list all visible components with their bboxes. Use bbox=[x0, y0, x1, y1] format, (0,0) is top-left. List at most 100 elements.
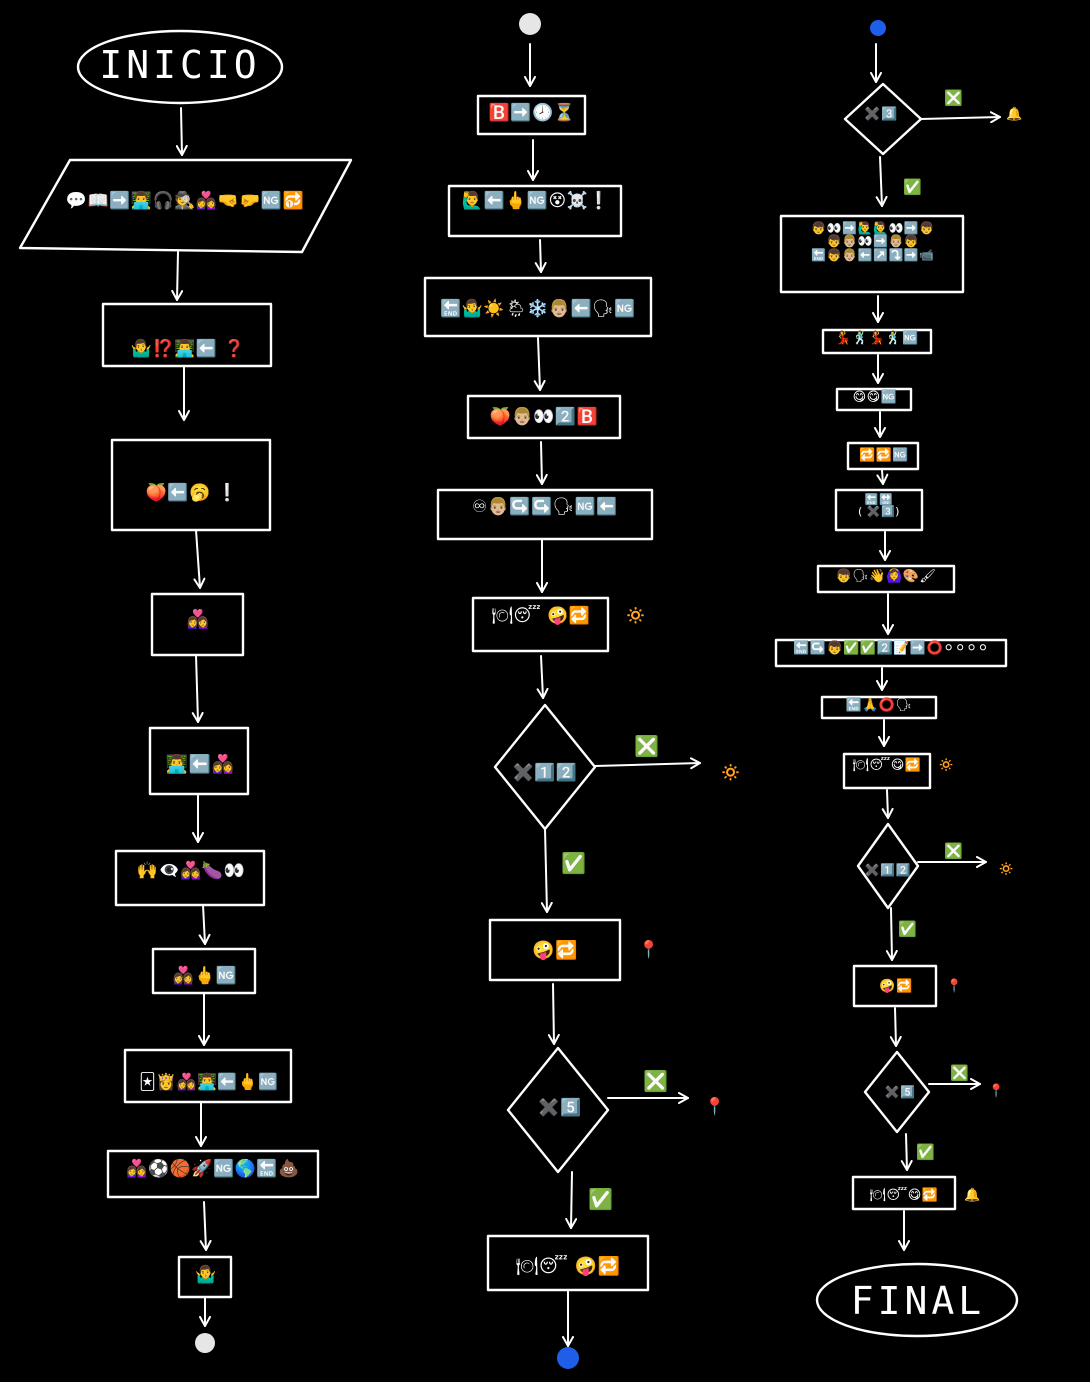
c3-decision2-label: ✖️5️⃣ bbox=[884, 1085, 916, 1099]
start-terminal bbox=[76, 29, 284, 105]
c1-step6-label: 👩‍❤️‍👩🖕🆖 bbox=[172, 966, 238, 986]
c3-step3-label: 😋😋🆖 bbox=[852, 390, 898, 405]
c3-decision0 bbox=[843, 82, 923, 156]
c2-start-node bbox=[519, 13, 541, 35]
c2-decision2-label: ✖️5️⃣ bbox=[538, 1098, 582, 1118]
c3-step4-box bbox=[846, 441, 920, 471]
c3-step7-box bbox=[774, 638, 1008, 668]
c3-decision1-label: ✖️1️⃣2️⃣ bbox=[864, 863, 912, 877]
c2-d1-no-arrow bbox=[594, 757, 701, 770]
c3-step11-label: 🍽😴😋🔁 bbox=[869, 1188, 939, 1203]
c2-decision1-label: ✖️1️⃣2️⃣ bbox=[512, 763, 578, 783]
c2-d1-yes-icon: ✅ bbox=[561, 851, 586, 875]
c3-d1-no-icon: ❎ bbox=[944, 842, 963, 860]
c2-step5-label: ♾👨🏼↪️↪️🗣🆖⬅️ bbox=[471, 497, 619, 517]
c1-arrow-9 bbox=[199, 1201, 212, 1251]
c3-step3-box bbox=[835, 387, 913, 412]
c3-d2-pin-icon: 📍 bbox=[988, 1084, 1005, 1099]
c2-step3-box bbox=[423, 276, 653, 338]
c3-step5-label: 🔚🔛 ( ✖️3️⃣) bbox=[858, 493, 900, 519]
c2-end-node bbox=[557, 1347, 579, 1369]
c2-d2-yes-icon: ✅ bbox=[588, 1187, 613, 1211]
c1-step8-label: 👩‍❤️‍👩⚽🏀🚀🆖🌎🔚💩 bbox=[126, 1159, 300, 1179]
c2-arrow-4 bbox=[535, 441, 548, 485]
c3-arrow-10 bbox=[881, 789, 894, 819]
c2-d2-no-icon: ❎ bbox=[643, 1069, 668, 1093]
c2-step2-box bbox=[447, 184, 623, 238]
c2-step6-label: 🍽😴 🤪🔁 bbox=[491, 606, 591, 626]
c3-step9-label: 🍽😴😋🔁 bbox=[852, 758, 922, 773]
c2-arrow-8 bbox=[547, 983, 560, 1045]
c3-step4-label: 🔁🔁🆖 bbox=[858, 448, 910, 463]
c2-step1-box bbox=[476, 94, 587, 136]
c2-step4-label: 🍑👨🏼👀2️⃣🅱️ bbox=[489, 407, 599, 427]
c3-step6-label: 👦🗣👋🙆‍♀️🎨🖌 bbox=[835, 569, 937, 584]
c3-d0-no-arrow bbox=[920, 111, 1001, 124]
c3-step8-box bbox=[820, 695, 938, 720]
c2-step4-box bbox=[466, 394, 622, 440]
c1-step1-label: 🤷‍♂️⁉️👨‍💻⬅️ ❓ bbox=[130, 339, 246, 359]
c3-step9-sun-icon: 🔅 bbox=[938, 758, 955, 773]
c1-step2-label: 🍑⬅️🥱 ❕ bbox=[145, 483, 239, 503]
c2-step6-sun-icon: 🔅 bbox=[625, 606, 647, 626]
c2-decision2 bbox=[506, 1046, 610, 1174]
c2-arrow-3 bbox=[533, 337, 546, 391]
c1-arrow-0 bbox=[175, 107, 188, 156]
c2-step8-label: 🍽😴 🤪🔁 bbox=[515, 1256, 621, 1277]
c1-step9-label: 🤷‍♂️ bbox=[195, 1265, 217, 1285]
c3-decision0-label: ✖️3️⃣ bbox=[864, 107, 898, 122]
c3-step11-box bbox=[851, 1175, 957, 1211]
c3-d2-yes-icon: ✅ bbox=[916, 1143, 935, 1161]
c1-arrow-3 bbox=[193, 529, 206, 589]
end-terminal-label: FINAL bbox=[850, 1279, 986, 1323]
end-terminal bbox=[815, 1262, 1019, 1338]
c3-step2-label: 💃🕺💃🕺🆖 bbox=[835, 331, 919, 346]
c2-arrow-9 bbox=[565, 1171, 578, 1229]
c1-input-label: 💬📖➡️👨‍💻🎧🕵️👩‍❤️‍👩🤜🤛🆖🔂 bbox=[65, 191, 305, 211]
c3-step10-label: 🤪🔁 bbox=[879, 979, 913, 994]
c1-step2-box bbox=[110, 438, 272, 532]
c1-step4-label: 👨‍💻⬅️👩‍❤️‍👩 bbox=[165, 754, 235, 775]
c2-step7-pin-icon: 📍 bbox=[638, 940, 660, 960]
c2-step1-label: 🅱️➡️🕗⏳ bbox=[488, 103, 576, 123]
c3-d0-no-icon: ❎ bbox=[944, 89, 963, 107]
c1-step7-label: 🃏👸👩‍❤️‍👩👨‍💻⬅️🖕🆖 bbox=[139, 1072, 279, 1091]
c3-step7-label: 🔚↪️👦✅✅2️⃣📝➡️⭕⚪⚪⚪⚪ bbox=[793, 641, 989, 656]
c3-step2-box bbox=[821, 328, 933, 355]
c2-step3-label: 🔚🤷‍♂️☀️🌦❄️👨🏼⬅️🗣🆖 bbox=[440, 299, 636, 319]
c3-start-node bbox=[870, 20, 886, 36]
c3-decision2 bbox=[863, 1050, 931, 1134]
c2-d2-pin-icon: 📍 bbox=[704, 1097, 726, 1117]
c3-step6-box bbox=[816, 564, 956, 594]
c3-d0-yes-icon: ✅ bbox=[903, 178, 922, 196]
c3-d0-bell-icon: 🔔 bbox=[1006, 107, 1023, 122]
c2-step6-box bbox=[471, 596, 610, 653]
c2-step7-box bbox=[488, 918, 622, 982]
c3-step8-label: 🔚🙏⭕🗣 bbox=[845, 698, 913, 713]
c3-step5-box bbox=[834, 488, 924, 532]
c3-step1-box bbox=[779, 214, 965, 294]
c2-arrow-6 bbox=[536, 655, 549, 699]
c1-step1-box bbox=[101, 302, 273, 368]
c1-step3-box bbox=[150, 592, 245, 657]
c3-d1-yes-icon: ✅ bbox=[898, 920, 917, 938]
c1-end-node bbox=[195, 1333, 215, 1353]
c1-step3-label: 👩‍❤️‍👩 bbox=[186, 609, 210, 630]
c1-arrow-1 bbox=[171, 251, 184, 301]
c3-step11-bell-icon: 🔔 bbox=[964, 1188, 981, 1203]
c3-step10-pin-icon: 📍 bbox=[946, 979, 963, 994]
c1-step5-box bbox=[114, 849, 266, 907]
c1-step5-label: 🙌👁‍🗨👩‍❤️‍👩🍆👀 bbox=[136, 861, 246, 881]
c2-step2-label: 🙋‍♂️⬅️🖕🆖😵☠️❕ bbox=[461, 191, 611, 211]
c2-step7-label: 🤪🔁 bbox=[532, 940, 578, 961]
c3-d2-no-icon: ❎ bbox=[950, 1064, 969, 1082]
c3-d1-sun-icon: 🔅 bbox=[998, 862, 1015, 877]
c3-step10-box bbox=[852, 964, 938, 1008]
c3-arrow-13 bbox=[900, 1133, 913, 1171]
start-terminal-label: INICIO bbox=[99, 43, 261, 87]
c3-arrow-11 bbox=[885, 907, 898, 961]
c2-arrow-7 bbox=[540, 828, 553, 913]
c3-decision1 bbox=[856, 822, 920, 910]
